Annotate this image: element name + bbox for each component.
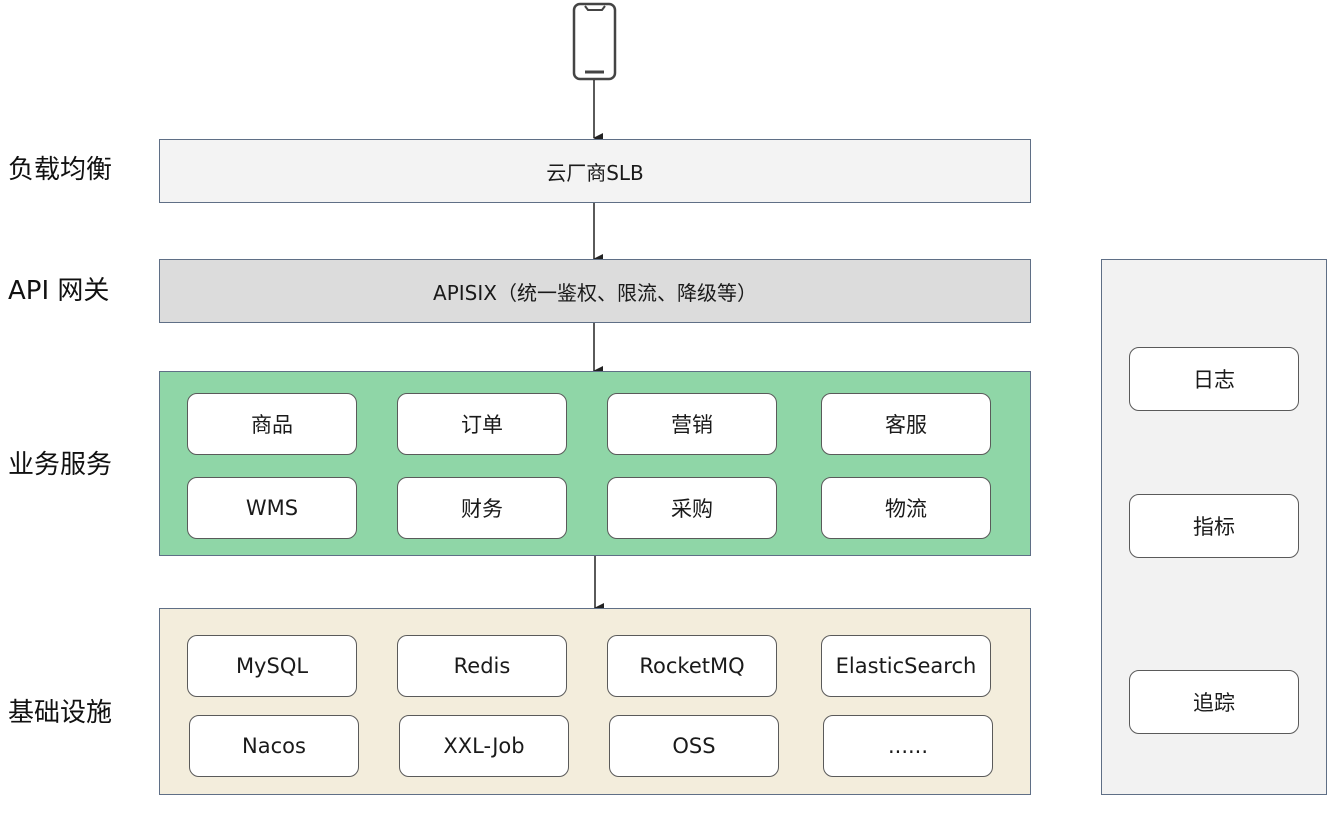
service-box: WMS xyxy=(187,477,357,539)
service-box: 商品 xyxy=(187,393,357,455)
layer-label-business: 业务服务 xyxy=(8,450,113,480)
business-panel: 商品 订单 营销 客服 WMS 财务 采购 物流 xyxy=(159,371,1031,556)
service-box: 物流 xyxy=(821,477,991,539)
infra-box: Redis xyxy=(397,635,567,697)
infra-box: ElasticSearch xyxy=(821,635,991,697)
slb-bar-label: 云厂商SLB xyxy=(546,160,644,185)
layer-label-infrastructure: 基础设施 xyxy=(8,698,113,728)
service-box: 客服 xyxy=(821,393,991,455)
infra-box: ...... xyxy=(823,715,993,777)
service-box: 采购 xyxy=(607,477,777,539)
infra-box: RocketMQ xyxy=(607,635,777,697)
observability-box-tracing: 追踪 xyxy=(1129,670,1299,734)
infrastructure-panel: MySQL Redis RocketMQ ElasticSearch Nacos… xyxy=(159,608,1031,795)
layer-label-load-balancer: 负载均衡 xyxy=(8,155,113,185)
service-box: 订单 xyxy=(397,393,567,455)
smartphone-icon xyxy=(572,2,617,81)
gateway-bar-label: APISIX（统一鉴权、限流、降级等） xyxy=(433,280,757,305)
service-box: 财务 xyxy=(397,477,567,539)
observability-box-logs: 日志 xyxy=(1129,347,1299,411)
slb-bar: 云厂商SLB xyxy=(159,139,1031,203)
layer-label-api-gateway: API 网关 xyxy=(8,276,110,306)
gateway-bar: APISIX（统一鉴权、限流、降级等） xyxy=(159,259,1031,323)
observability-box-metrics: 指标 xyxy=(1129,494,1299,558)
infra-box: MySQL xyxy=(187,635,357,697)
infra-box: OSS xyxy=(609,715,779,777)
service-box: 营销 xyxy=(607,393,777,455)
infra-box: Nacos xyxy=(189,715,359,777)
infra-box: XXL-Job xyxy=(399,715,569,777)
